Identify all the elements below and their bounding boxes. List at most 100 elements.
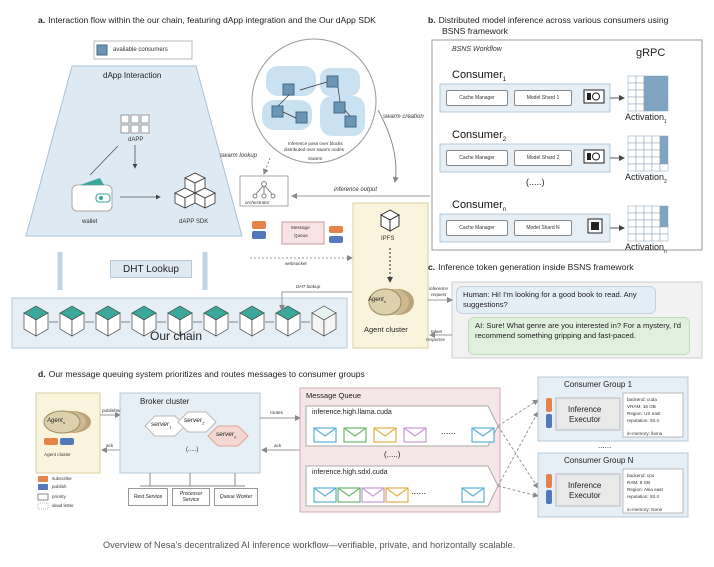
mq-orange-chip-right: [329, 226, 343, 233]
route-q2-g1: [497, 411, 539, 487]
human-message: Human: Hi! I'm looking for a good book t…: [456, 286, 656, 314]
orchestrator-icon: [252, 181, 276, 199]
consumer-group-title: Consumer Group 1: [564, 380, 633, 389]
swarm-lookup-arrow: [262, 157, 271, 175]
mq-title: Message Queue: [306, 391, 362, 400]
envelope-icon: [337, 487, 361, 503]
activation-label: Activation2: [625, 172, 667, 185]
publisher-label: publisher: [102, 408, 121, 413]
token-response-2: response: [426, 337, 445, 342]
inference-executor-label: Inference: [568, 481, 602, 490]
message-queue-mini: [281, 221, 325, 245]
queue-2-name: inference.high.sdxl.cuda: [312, 469, 388, 476]
ack2-label: ack: [274, 443, 282, 448]
section-b-title-2: BSNS framework: [442, 26, 508, 36]
mq-blue-chip: [252, 231, 266, 239]
legend-subscribe: subscribe: [52, 476, 72, 481]
inference-request-2: request: [431, 292, 447, 297]
broker-servers: [144, 411, 249, 447]
mq-label-2: Queue: [294, 233, 308, 238]
legend-box: [93, 40, 193, 60]
consumer-title: Consumern: [452, 199, 507, 214]
arrow-wallet-dapp: [89, 145, 119, 176]
chain-block: [23, 305, 58, 337]
figure-caption: Overview of Nesa's decentralized AI infe…: [103, 540, 516, 550]
section-d-title: d.Our message queuing system prioritizes…: [38, 369, 365, 379]
inference-executor-label: Executor: [569, 491, 601, 500]
envelope-icon: [343, 427, 367, 443]
chain-block: [311, 305, 337, 337]
dapp-sdk-icon: [174, 172, 216, 209]
queue-1-name: inference.high.llama.cuda: [312, 409, 392, 416]
section-b-title-1: b.Distributed model inference across var…: [428, 15, 669, 25]
swarm-creation-arrow: [377, 109, 399, 183]
dapp-sdk-label: dAPP SDK: [179, 219, 209, 225]
dapp-interaction-panel: [25, 65, 243, 237]
mq-blue-chip-right: [329, 236, 343, 243]
group-spec: backend: cuda: [627, 397, 657, 402]
queue-2-dots: ......: [411, 486, 427, 496]
section-a-title: a.Interaction flow within the our chain,…: [38, 15, 376, 25]
envelope-icon: [313, 427, 337, 443]
agent-cluster-label: Agent cluster: [364, 325, 408, 334]
inference-executor-label: Executor: [569, 415, 601, 424]
chain-block: [239, 305, 274, 337]
ack-label: ack: [106, 443, 114, 448]
swarm-note-1: Inference pass over blocks: [288, 141, 343, 146]
server-2: server2: [184, 417, 205, 426]
wallet-icon: [71, 178, 113, 212]
processor-service: Processor Service: [172, 488, 210, 506]
ai-message: AI: Sure! What genre are you interested …: [468, 317, 690, 355]
model-shard-chip: Model Shard 2: [514, 150, 572, 166]
server-n: servern: [216, 431, 237, 440]
group-spec: VRAM: 16 GB: [627, 404, 656, 409]
ipfs-label: IPFS: [381, 236, 395, 242]
server-1: server1: [151, 421, 172, 430]
queue-1-dots: ......: [441, 426, 457, 436]
dapp-interaction-label: dApp Interaction: [103, 71, 162, 80]
consumer-title: Consumer1: [452, 69, 507, 84]
chain-block: [203, 305, 238, 337]
envelopes: [313, 427, 495, 503]
chain-block: [95, 305, 130, 337]
mq-label-1: Message: [291, 225, 310, 230]
envelope-icon: [403, 427, 427, 443]
rest-service: Rest Service: [128, 488, 168, 506]
section-c-title: c.Inference token generation inside BSNS…: [428, 262, 634, 272]
agent-stack-icon: [368, 288, 414, 316]
agent-label: Agentn: [368, 297, 386, 305]
legend-swatch: [96, 44, 108, 56]
envelope-icon: [361, 487, 385, 503]
model-shard-chip: Model Shard N: [514, 220, 572, 236]
consumer-row: [439, 135, 669, 173]
group-memory: in-memory: llama: [627, 431, 663, 436]
chain-blocks: [23, 305, 337, 337]
consumer-row: [439, 205, 669, 243]
inference-output-label: inference output: [334, 187, 378, 193]
orchestrator-label: orchestrator: [245, 200, 270, 205]
envelope-icon: [461, 487, 485, 503]
ipfs-icon: [380, 209, 400, 232]
grpc-label: gRPC: [636, 47, 666, 59]
consumer-group-title: Consumer Group N: [564, 456, 634, 465]
group-spec: Region: US east: [627, 411, 661, 416]
dht-lookup-small-label: DHT lookup: [296, 284, 321, 289]
consumer-ellipsis: (.....): [526, 177, 545, 187]
group-memory: in-memory: None: [627, 507, 663, 512]
websocket-label: websocket: [285, 261, 307, 266]
legend-publish: publish: [52, 484, 67, 489]
group-spec: backend: cpu: [627, 473, 655, 478]
group-spec: reputation: 93.4: [627, 494, 659, 499]
group-spec: Region: Asia east: [627, 487, 663, 492]
activation-label: Activationn: [625, 242, 667, 255]
dht-lookup-box: DHT Lookup: [110, 260, 192, 278]
our-chain-label: Our chain: [150, 329, 203, 343]
legend-d: [37, 476, 49, 510]
route-q1-gn: [497, 425, 539, 489]
legend-label: available consumers: [113, 47, 168, 53]
dht-lookup-arrow: [279, 291, 352, 311]
envelope-icon: [385, 487, 409, 503]
dapp-icon: [120, 114, 150, 134]
swarm-note-2: distributed over swarm nodes: [284, 147, 345, 152]
